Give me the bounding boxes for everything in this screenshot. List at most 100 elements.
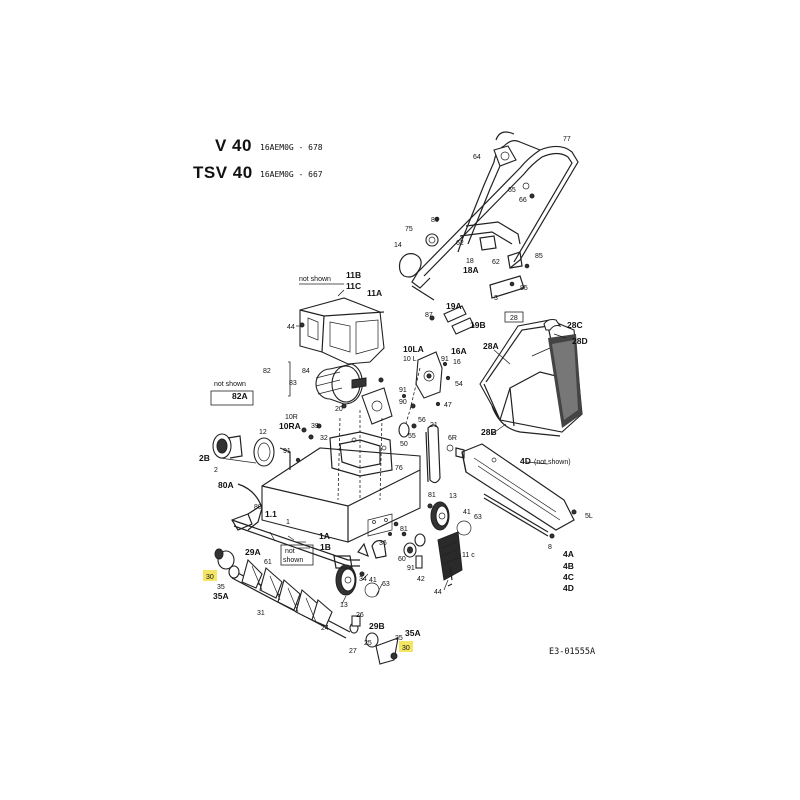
part-label: 10 L (403, 356, 417, 363)
part-label: 1.1 (265, 509, 277, 519)
part-label: 35A (213, 591, 229, 601)
part-label: 91 (399, 387, 407, 394)
note-not-shown-11b: not shown (299, 276, 331, 283)
part-label: 47 (444, 402, 452, 409)
part-label: 60 (398, 556, 406, 563)
part-label: 56 (418, 417, 426, 424)
part-label: 30 (402, 645, 410, 652)
part-label: 63 (382, 581, 390, 588)
part-label: 11B (346, 270, 361, 280)
motor-cover (299, 283, 385, 365)
part-label: 4D (520, 456, 531, 466)
part-label: 82A (232, 391, 248, 401)
chassis (261, 410, 441, 543)
motor (288, 361, 416, 425)
part-label: 28 (510, 315, 518, 322)
part-label: 13 (340, 602, 348, 609)
part-label: 90 (399, 399, 407, 406)
part-label: 4D (563, 583, 574, 593)
note-not-shown-82a: not shown (214, 381, 246, 388)
left-bearing-parts (212, 423, 322, 467)
part-label: 3 (494, 295, 498, 302)
part-label: 81 (400, 526, 408, 533)
part-label: 10LA (403, 344, 424, 354)
part-label: 35 (217, 584, 225, 591)
left-plate (403, 351, 451, 431)
highlight-30-left (203, 570, 217, 581)
part-label: 28B (481, 427, 497, 437)
part-label: 26 (356, 612, 364, 619)
model-name-tsv40: TSV 40 (193, 163, 253, 182)
part-label: 36 (379, 540, 387, 547)
left-wheel (335, 564, 380, 598)
rear-flap (437, 531, 463, 587)
part-label: 62 (456, 240, 464, 247)
scarifier-roller (214, 548, 399, 665)
part-label: 61 (264, 559, 272, 566)
part-label: 28C (567, 320, 583, 330)
part-label: 32 (320, 435, 328, 442)
part-label: 1 (286, 519, 290, 526)
part-label: 4B (563, 561, 574, 571)
part-label: 66 (519, 197, 527, 204)
part-label: 77 (563, 136, 571, 143)
part-label: 6R (448, 435, 457, 442)
part-label: 65 (508, 187, 516, 194)
model-name-v40: V 40 (215, 136, 252, 155)
part-label: 20 (335, 406, 343, 413)
part-label: 80A (218, 480, 234, 490)
part-label: 8 (548, 544, 552, 551)
note-not-shown-1b-line2: shown (283, 557, 303, 564)
part-label: 11C (346, 281, 361, 291)
part-label: 28A (483, 341, 499, 351)
part-label: 4A (563, 549, 574, 559)
part-label: 76 (395, 465, 403, 472)
part-label: 44 (434, 589, 442, 596)
part-label: 19B (470, 320, 486, 330)
part-label: 16A (451, 346, 467, 356)
part-label: 75 (405, 226, 413, 233)
part-label: 4C (563, 572, 574, 582)
part-label: 39 (311, 423, 319, 430)
bag-label-box (504, 311, 524, 323)
part-label: 91 (441, 356, 449, 363)
model-code-tsv40: 16AEM0G - 667 (260, 170, 323, 179)
part-label: 12 (259, 429, 267, 436)
part-label: 2B (199, 453, 210, 463)
part-label: 11 c (462, 552, 475, 559)
part-label: 28D (572, 336, 588, 346)
right-wheel (427, 501, 472, 536)
part-label: 18A (463, 265, 479, 275)
part-label: 1A (319, 531, 330, 541)
part-label: 35A (405, 628, 421, 638)
part-label: 85 (535, 253, 543, 260)
leader-lines (219, 325, 567, 605)
part-label: 41 (463, 509, 471, 516)
part-label: 54 (455, 381, 463, 388)
part-label: 25 (364, 640, 372, 647)
part-label: 29A (245, 547, 261, 557)
note-not-shown-1b-line1: not (285, 548, 295, 555)
part-label: 21 (430, 422, 438, 429)
grass-bag (479, 311, 583, 437)
part-label: 62 (492, 259, 500, 266)
part-label: 5L (585, 513, 593, 520)
part-label: 42 (417, 576, 425, 583)
part-label: 10R (285, 414, 298, 421)
part-label: 18 (466, 258, 474, 265)
part-label: 35 (395, 635, 403, 642)
model-code-v40: 16AEM0G - 678 (260, 143, 323, 152)
part-label: 80 (254, 504, 262, 511)
part-label: 81 (428, 492, 436, 499)
part-label: 86 (431, 217, 439, 224)
part-label: 41 (369, 577, 377, 584)
part-label: 19A (446, 301, 462, 311)
part-label: 13 (449, 493, 457, 500)
part-label: 1B (320, 542, 331, 552)
diagram-reference-code: E3-01555A (549, 647, 596, 657)
part-label: 82 (263, 368, 271, 375)
part-label: 87 (425, 312, 433, 319)
part-label: 55 (408, 433, 416, 440)
part-label: 30 (206, 574, 214, 581)
part-label: 27 (349, 648, 357, 655)
